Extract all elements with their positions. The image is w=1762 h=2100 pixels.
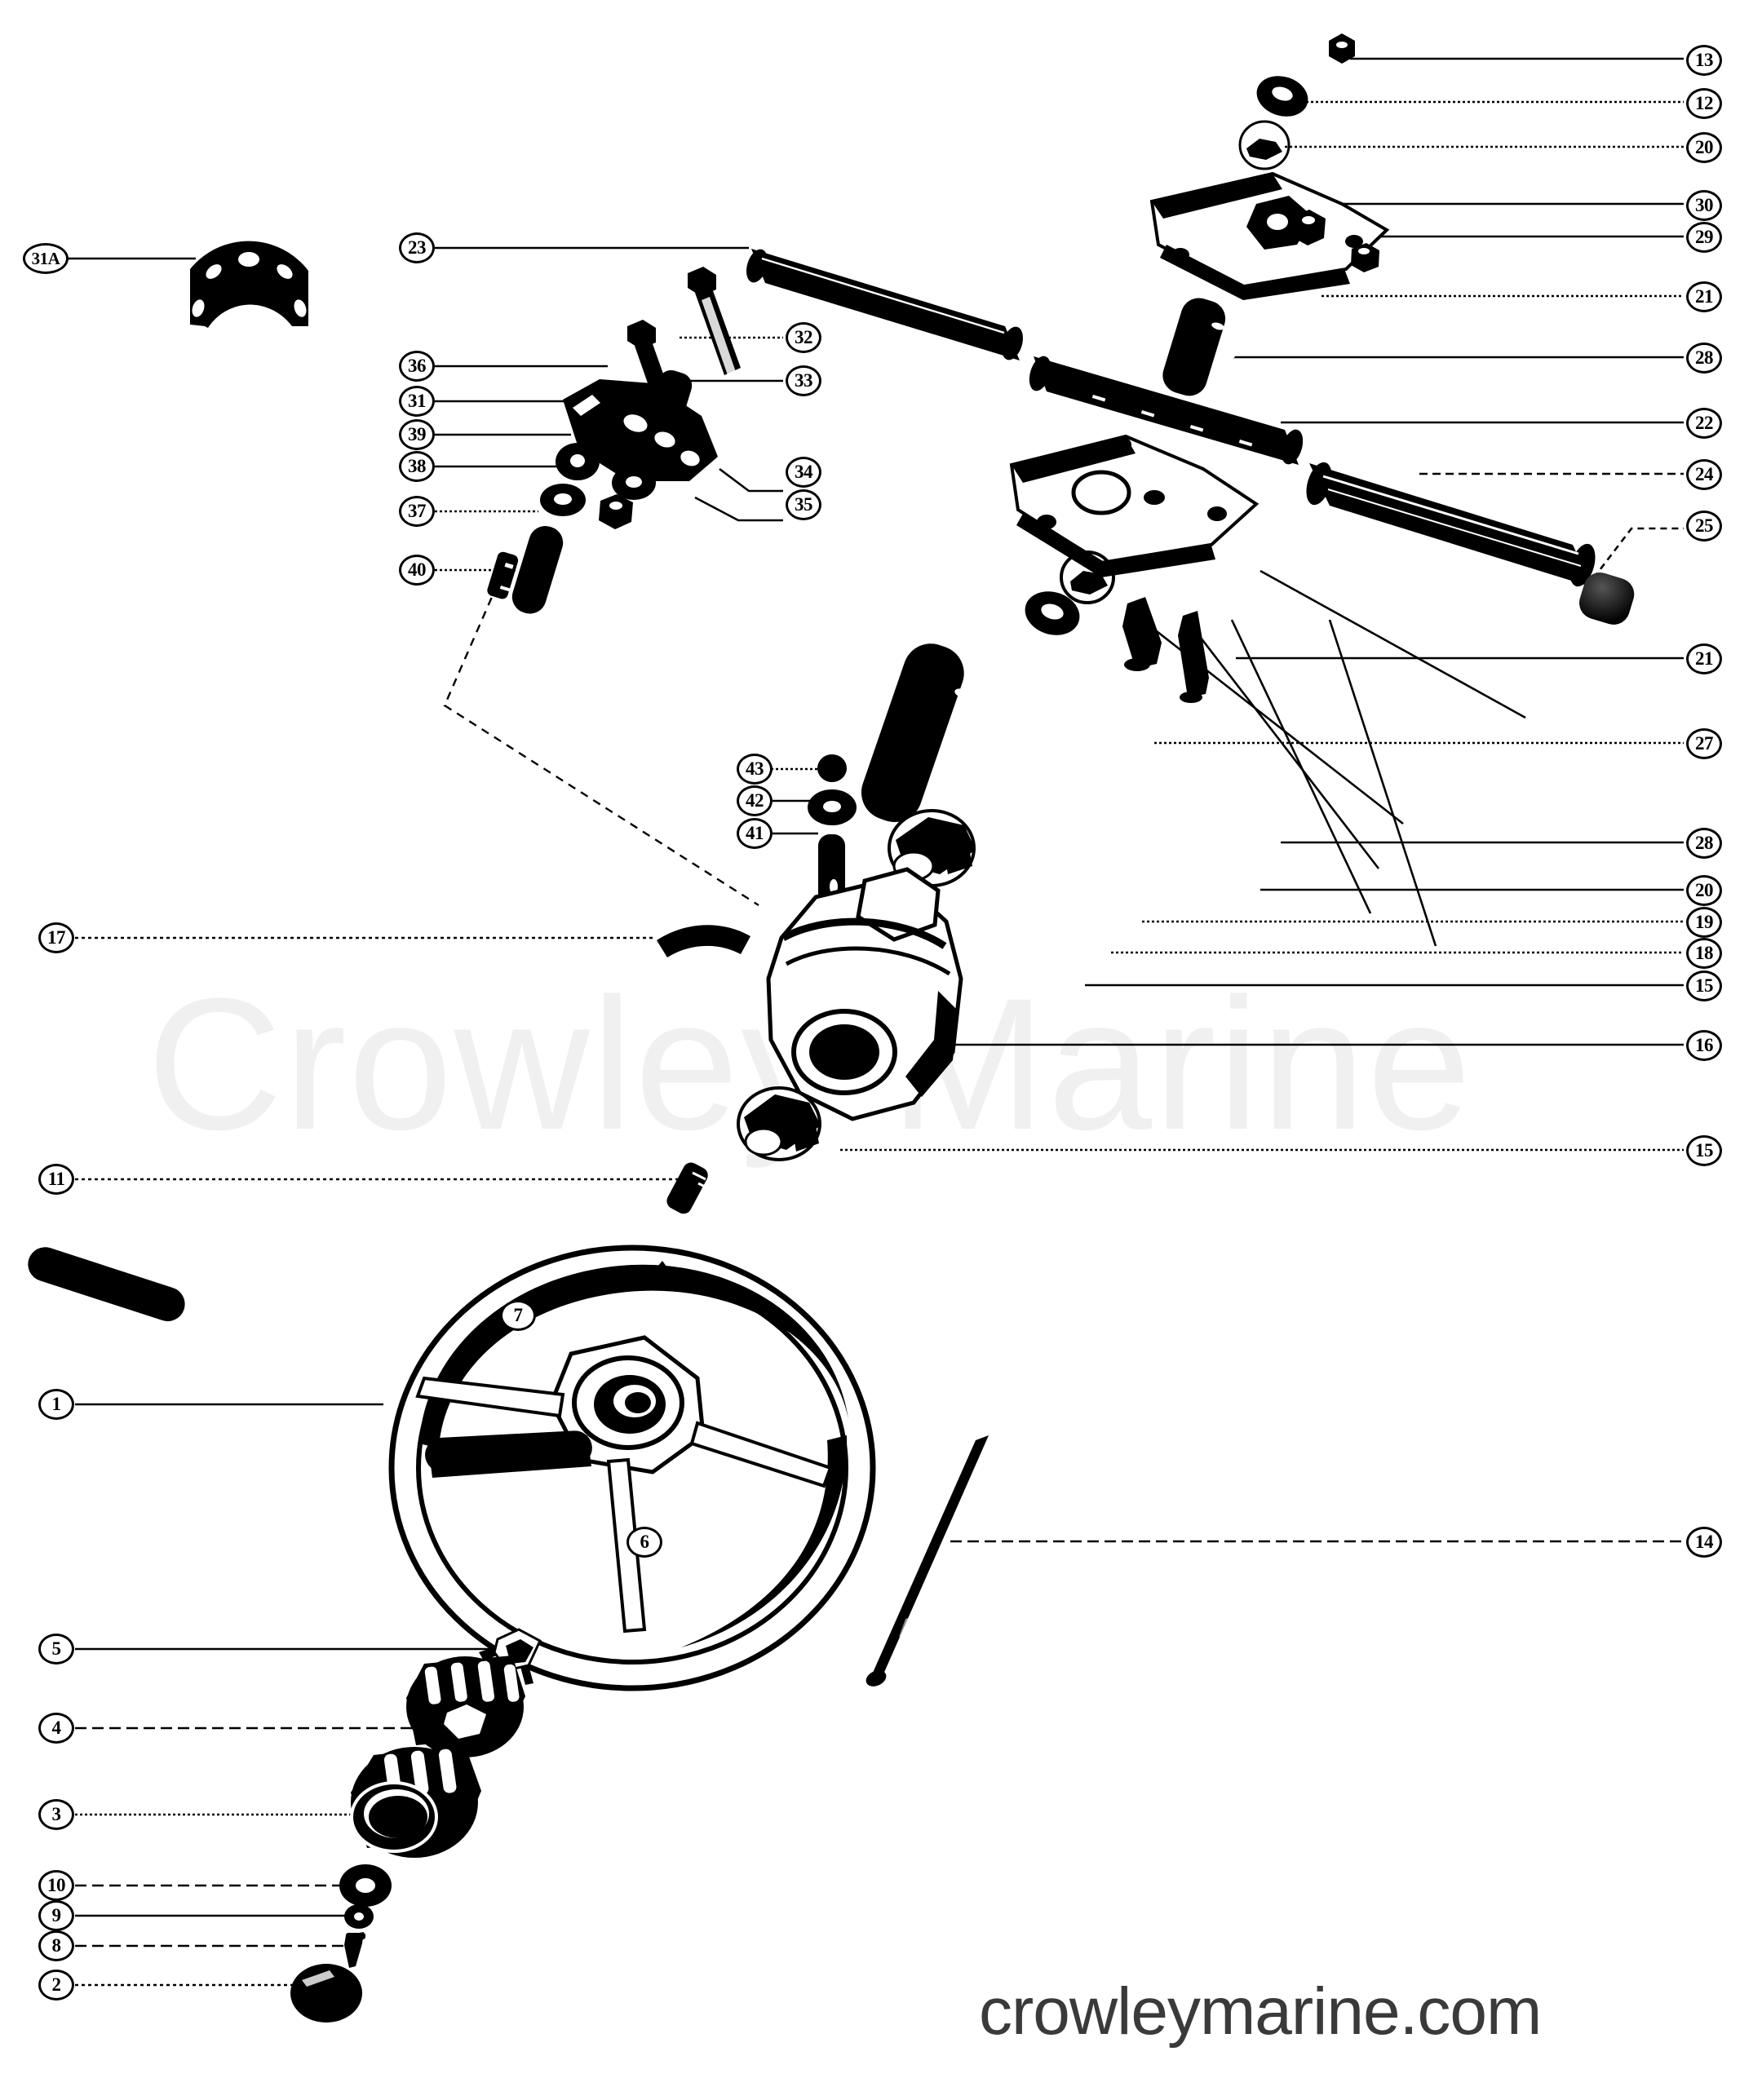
part-16-gearbox-housing	[766, 867, 963, 1121]
part-13-nut	[1329, 33, 1355, 64]
part-18-bolt-short	[1122, 597, 1162, 671]
callout-18[interactable]: 18	[1686, 938, 1722, 969]
part-31-clamp-plate	[563, 379, 718, 481]
part-37-sleeve	[511, 525, 564, 614]
callout-37[interactable]: 37	[399, 496, 435, 527]
callout-15[interactable]: 15	[1686, 1135, 1722, 1166]
callout-31A[interactable]: 31A	[23, 243, 69, 274]
callout-40[interactable]: 40	[399, 555, 435, 586]
part-20-bushing-lower	[888, 809, 976, 887]
callout-41[interactable]: 41	[737, 818, 773, 849]
part-15-bolt-long	[1178, 611, 1209, 703]
part-34-washer	[612, 466, 656, 500]
callout-21[interactable]: 21	[1686, 643, 1722, 674]
part-2-cap-button	[290, 1964, 362, 2023]
callout-24[interactable]: 24	[1686, 459, 1722, 490]
part-3-knurled-collar	[350, 1745, 481, 1858]
callout-11[interactable]: 11	[38, 1164, 74, 1195]
callout-43[interactable]: 43	[737, 754, 773, 785]
callout-17[interactable]: 17	[38, 922, 74, 953]
callout-28[interactable]: 28	[1686, 828, 1722, 859]
callout-42[interactable]: 42	[737, 785, 773, 816]
callout-34[interactable]: 34	[786, 457, 821, 488]
part-4-knurled-nut	[406, 1656, 525, 1757]
callout-23[interactable]: 23	[399, 232, 435, 263]
callout-21[interactable]: 21	[1686, 281, 1722, 312]
steering-wheel-pads	[28, 1247, 592, 1478]
leader-lines	[65, 57, 1684, 1987]
part-21-upper-bracket	[1149, 171, 1390, 300]
callout-12[interactable]: 12	[1686, 88, 1722, 119]
part-23-upper-shaft	[746, 249, 1024, 360]
part-28-sleeve-lower	[861, 643, 969, 822]
part-17-boot	[657, 925, 750, 957]
callout-31[interactable]: 31	[399, 386, 435, 417]
part-28-sleeve-upper	[1162, 298, 1235, 396]
part-19-washer	[1025, 591, 1080, 635]
callout-1[interactable]: 1	[38, 1389, 74, 1420]
part-35-nut	[599, 494, 633, 529]
callout-7[interactable]: 7	[500, 1300, 536, 1331]
part-40-pin	[487, 551, 519, 599]
part-21-lower-bracket	[1009, 434, 1260, 577]
callout-14[interactable]: 14	[1686, 1527, 1722, 1558]
callout-25[interactable]: 25	[1686, 511, 1722, 542]
callout-38[interactable]: 38	[399, 451, 435, 482]
callout-32[interactable]: 32	[786, 322, 821, 353]
part-22-splined-shaft	[1029, 356, 1304, 465]
part-42-washer	[808, 789, 857, 825]
part-38-washer	[540, 484, 586, 516]
callout-8[interactable]: 8	[38, 1930, 74, 1961]
part-27-clamp	[1060, 550, 1115, 604]
part-39-bushing	[556, 443, 600, 480]
callout-9[interactable]: 9	[38, 1900, 74, 1931]
part-12-washer	[1256, 76, 1308, 117]
brand-url: crowleymarine.com	[979, 1974, 1542, 2049]
part-29-bolt	[1351, 243, 1379, 272]
part-1-steering-wheel	[28, 1245, 876, 1691]
part-8-screw	[344, 1932, 365, 1968]
callout-30[interactable]: 30	[1686, 190, 1722, 221]
callout-2[interactable]: 2	[38, 1970, 74, 2001]
part-43-nut	[817, 754, 847, 782]
callout-35[interactable]: 35	[786, 489, 821, 520]
part-32-bolt-long	[688, 267, 741, 375]
callout-22[interactable]: 22	[1686, 408, 1722, 439]
part-24-tube	[1306, 462, 1596, 587]
callout-19[interactable]: 19	[1686, 907, 1722, 938]
callout-27[interactable]: 27	[1686, 728, 1722, 759]
callout-20[interactable]: 20	[1686, 875, 1722, 906]
part-25-end-cap	[1579, 572, 1635, 625]
callout-16[interactable]: 16	[1686, 1030, 1722, 1061]
callout-29[interactable]: 29	[1686, 222, 1722, 253]
part-31a-arc-plate	[190, 241, 308, 328]
part-30-bushing	[1291, 210, 1326, 245]
part-20-bushing-top	[1238, 120, 1291, 170]
callout-13[interactable]: 13	[1686, 45, 1722, 76]
callout-3[interactable]: 3	[38, 1799, 74, 1830]
part-11-splined-insert	[666, 1162, 718, 1214]
steering-wheel-hub	[549, 1335, 706, 1474]
callout-4[interactable]: 4	[38, 1713, 74, 1744]
callout-6[interactable]: 6	[626, 1527, 662, 1558]
callout-10[interactable]: 10	[38, 1870, 74, 1901]
callout-36[interactable]: 36	[399, 351, 435, 382]
callout-20[interactable]: 20	[1686, 132, 1722, 163]
callout-33[interactable]: 33	[786, 365, 821, 396]
callout-28[interactable]: 28	[1686, 343, 1722, 374]
callout-39[interactable]: 39	[399, 419, 435, 450]
part-9-lockwasher	[344, 1904, 374, 1929]
part-15-bushing-lower	[737, 1086, 822, 1161]
callout-5[interactable]: 5	[38, 1634, 74, 1665]
part-14-rod	[866, 1435, 989, 1687]
part-10-washer	[339, 1864, 392, 1907]
callout-15[interactable]: 15	[1686, 970, 1722, 1001]
